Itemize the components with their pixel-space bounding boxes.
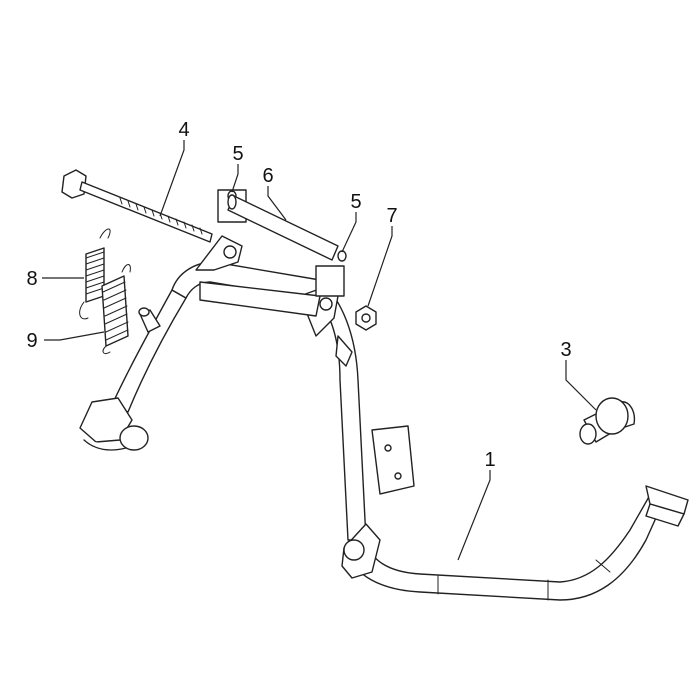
callout-6: 6 (262, 165, 273, 187)
spring-9 (101, 264, 131, 355)
center-stand-frame (79, 235, 689, 601)
leader-7 (367, 226, 393, 307)
leader-5b (341, 212, 357, 253)
callout-7: 7 (386, 205, 397, 227)
callout-5-right: 5 (350, 191, 361, 213)
pivot-tube (227, 194, 339, 261)
leader-3 (565, 360, 597, 411)
callout-4: 4 (178, 119, 189, 141)
leader-9 (44, 331, 105, 341)
callout-8: 8 (26, 268, 37, 290)
callout-3: 3 (560, 339, 571, 361)
callouts: 1 3 4 5 5 6 7 8 9 (26, 119, 571, 471)
leader-lines (42, 140, 597, 561)
spring-pin (138, 307, 161, 333)
leader-5a (231, 164, 239, 193)
rubber-bumper (579, 397, 636, 445)
leader-4 (159, 140, 185, 217)
long-bolt (61, 169, 213, 243)
callout-9: 9 (26, 330, 37, 352)
callout-5-left: 5 (232, 143, 243, 165)
bushing-right (315, 250, 347, 297)
callout-1: 1 (484, 449, 495, 471)
hex-nut (355, 305, 377, 331)
leader-6 (267, 186, 287, 221)
leader-1 (457, 470, 491, 561)
